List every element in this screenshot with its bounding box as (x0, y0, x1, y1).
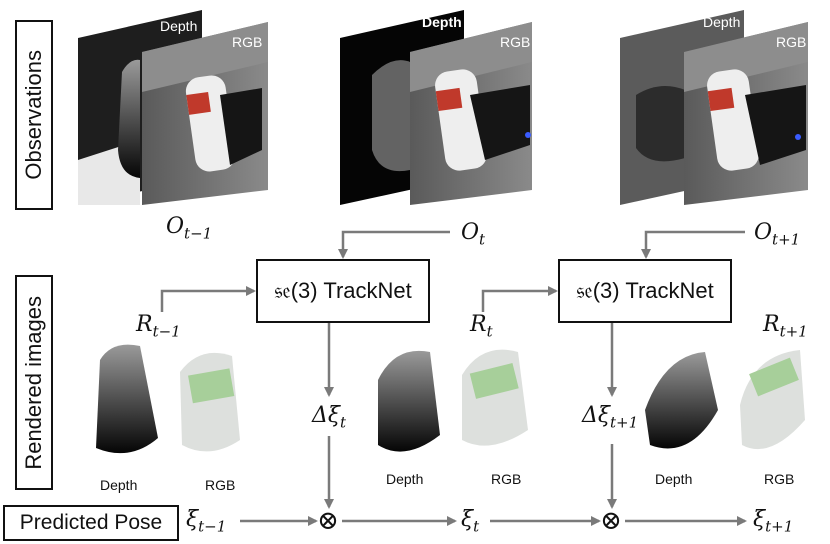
render-t-to-tracker2-arrow (481, 286, 558, 312)
delta-symbol-t: Δξt (312, 403, 347, 432)
pose-symbol-t: ξt (461, 507, 480, 536)
pose-symbol-t1: ξt+1 (753, 507, 794, 536)
tracknet-block-2: 𝔰𝔢(3) TrackNet (558, 259, 732, 323)
render-symbol-t-1: Rt−1 (136, 312, 181, 341)
compose-operator-1: ⊗ (317, 506, 339, 536)
observation-panel-2 (340, 10, 532, 205)
obs3-depth-label: Depth (703, 14, 741, 30)
obs3-rgb-label: RGB (776, 34, 807, 50)
tracknet-1-label: 𝔰𝔢(3) TrackNet (274, 278, 412, 303)
render-symbol-t: Rt (470, 312, 493, 341)
render1-depth-label: Depth (100, 477, 138, 493)
delta-symbol-t1: Δξt+1 (582, 403, 639, 432)
observations-row-label: Observations (15, 20, 53, 210)
obs1-rgb-label: RGB (232, 34, 263, 50)
rendered-pair-2 (378, 349, 528, 452)
pose-symbol-t-1: ξt−1 (186, 507, 227, 536)
rendered-images-row-label: Rendered images (15, 275, 53, 490)
rendered-pair-3 (645, 350, 805, 450)
observation-panel-1 (78, 10, 268, 205)
tracknet-2-label: 𝔰𝔢(3) TrackNet (576, 278, 714, 303)
render3-depth-label: Depth (655, 471, 693, 487)
render1-rgb-label: RGB (205, 477, 236, 493)
predicted-label-text: Predicted Pose (19, 511, 163, 534)
obs-symbol-t1: Ot+1 (754, 220, 801, 249)
obs-symbol-t: Ot (461, 220, 486, 249)
obs2-depth-label: Depth (422, 14, 462, 30)
render2-rgb-label: RGB (491, 471, 522, 487)
compose-operator-2: ⊗ (600, 506, 622, 536)
obs2-rgb-label: RGB (500, 34, 531, 50)
predicted-pose-row-label: Predicted Pose (3, 505, 179, 541)
obs-t-to-tracker1-arrow (338, 230, 450, 259)
render-symbol-t1: Rt+1 (763, 312, 808, 341)
tracknet-block-1: 𝔰𝔢(3) TrackNet (256, 259, 430, 323)
observation-panel-3 (620, 10, 808, 205)
obs-t1-to-tracker2-arrow (641, 230, 745, 259)
rendered-pair-1 (96, 344, 240, 454)
render2-depth-label: Depth (386, 471, 424, 487)
render3-rgb-label: RGB (764, 471, 795, 487)
obs-symbol-t-1: Ot−1 (166, 214, 213, 243)
obs1-depth-label: Depth (160, 18, 198, 34)
render-t-1-to-tracker1-arrow (160, 286, 256, 312)
